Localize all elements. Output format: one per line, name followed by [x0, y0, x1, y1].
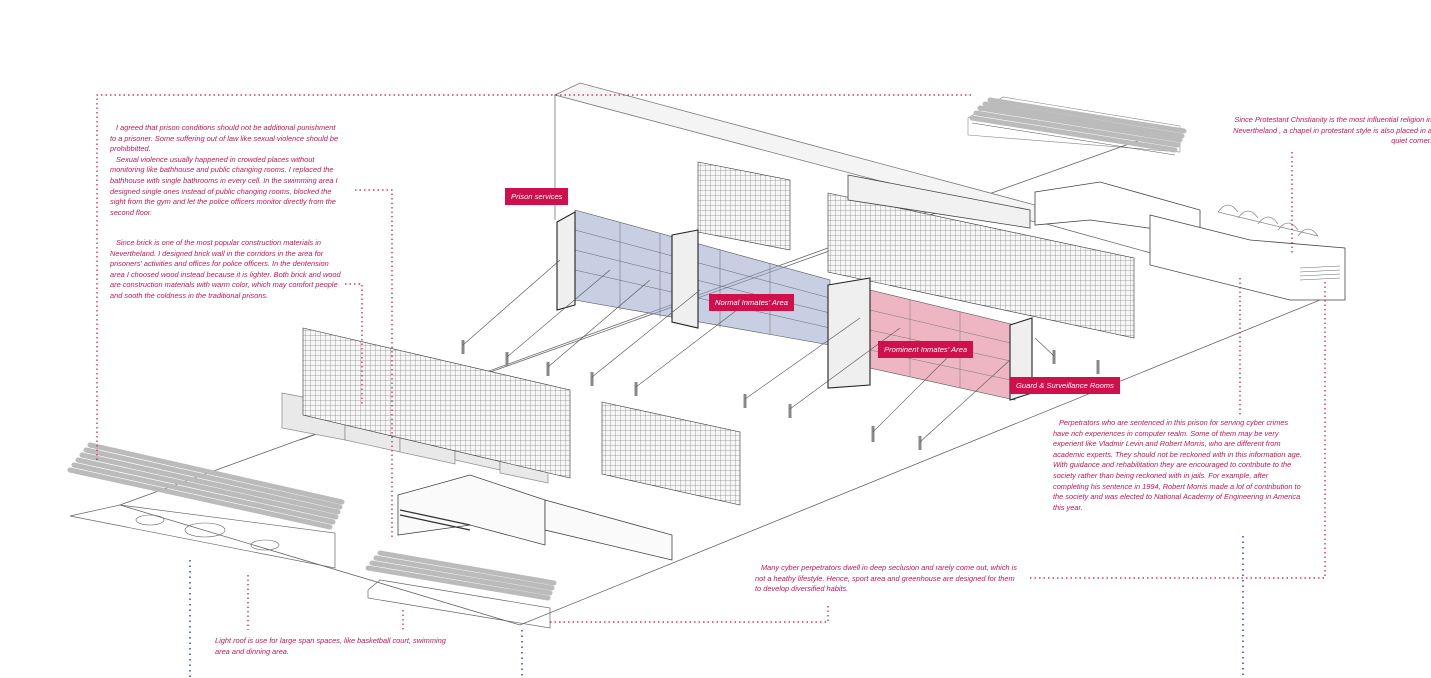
chapel-greenhouse — [1217, 204, 1319, 237]
blue-leader-lines — [189, 536, 1244, 678]
prominent-inmates-area-label: Prominent Inmates' Area — [878, 341, 974, 358]
cell-blocks — [302, 161, 1135, 506]
note-perpetrators: Perpetrators who are sentenced in this p… — [1053, 418, 1305, 513]
note-perpetrators-paragraph: Perpetrators who are sentenced in this p… — [1053, 418, 1302, 512]
structural-piers — [461, 340, 1100, 450]
light-roof-swimming — [365, 550, 557, 629]
normal-inmates-area-label: Normal Inmates' Area — [709, 294, 794, 311]
note-materials-paragraph: Since brick is one of the most popular c… — [110, 238, 341, 300]
note-chapel: Since Protestant Christianity is the mos… — [1233, 115, 1431, 146]
note-conditions-paragraph-1: I agreed that prison conditions should n… — [110, 123, 339, 154]
note-seclusion-paragraph: Many cyber perpetrators dwell in deep se… — [755, 563, 1017, 594]
note-prison-conditions: I agreed that prison conditions should n… — [110, 123, 342, 218]
note-seclusion: Many cyber perpetrators dwell in deep se… — [755, 563, 1020, 595]
note-conditions-paragraph-2: Sexual violence usually happened in crow… — [110, 154, 338, 217]
note-light-roof: Light roof is use for large span spaces,… — [215, 636, 446, 656]
light-roof-basketball — [67, 442, 345, 569]
lower-building — [397, 474, 673, 561]
prison-services-label: Prison services — [505, 188, 569, 205]
red-leader-lines — [96, 94, 1326, 630]
note-materials: Since brick is one of the most popular c… — [110, 238, 342, 302]
guard-surveillance-label: Guard & Surveillance Rooms — [1010, 377, 1120, 394]
light-roof-top-right — [967, 96, 1187, 156]
right-buildings — [847, 174, 1346, 301]
